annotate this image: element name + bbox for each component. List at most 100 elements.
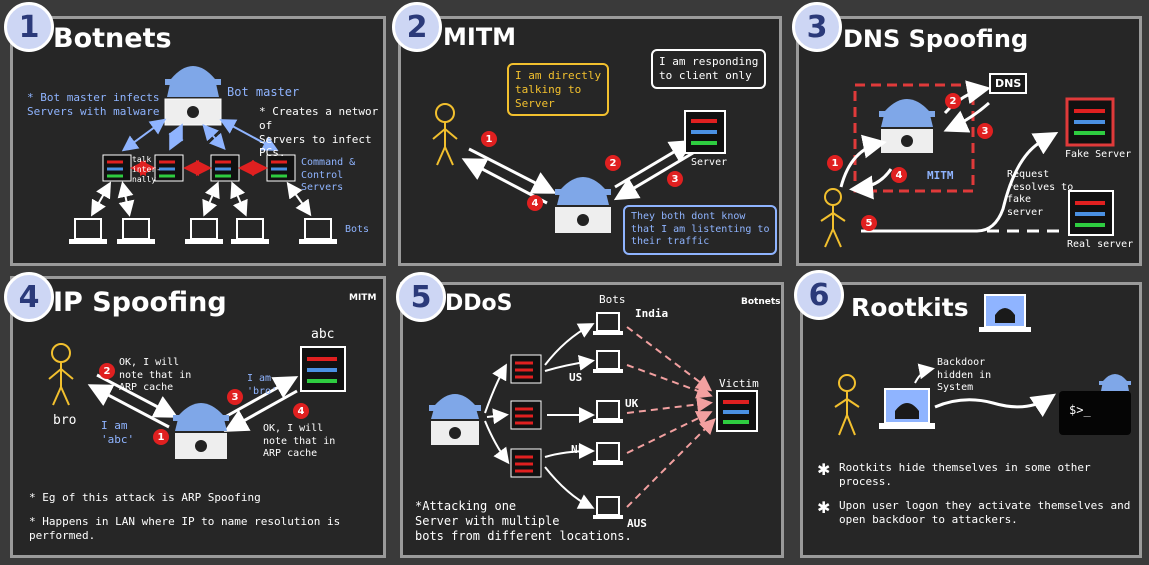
step-number: 2 — [99, 363, 115, 379]
attacker-hacker-icon — [1099, 374, 1131, 391]
panel-ddos: DDoS Botnets Bots India US UK NL AUS Vic… — [400, 282, 784, 558]
bro-stick-figure-icon — [48, 343, 74, 406]
panel-dns-spoofing: DNS Spoofing DNS Fake Server MITM Reques… — [796, 16, 1142, 266]
panel-number-badge: 3 — [792, 2, 842, 52]
step-number: 1 — [481, 131, 497, 147]
happens-lan-note: * Happens in LAN where IP to name resolu… — [29, 515, 341, 542]
ddos-diagram — [429, 312, 758, 519]
attacker-hacker-icon — [879, 99, 935, 153]
step-number: 2 — [945, 93, 961, 109]
ok-will-note-text: OK, I will note that in ARP cache — [263, 423, 336, 459]
victim-server-icon — [716, 390, 758, 432]
bot-laptop-icon — [117, 218, 155, 244]
attacker-terminal: $>_ — [1059, 391, 1131, 435]
panel-number-badge: 5 — [396, 272, 446, 322]
location-label-uk: UK — [625, 397, 639, 410]
attacker-thought-box: They both dont know that I am listenting… — [623, 205, 778, 255]
botnets-tag: Botnets — [741, 297, 781, 307]
step-number: 4 — [527, 195, 543, 211]
cc-server-icon — [266, 154, 296, 182]
bot-laptop-icon — [69, 218, 107, 244]
victim-label: Victim — [719, 377, 759, 390]
panel-ip-spoofing: IP Spoofing MITM abc bro OK, I will note… — [10, 276, 386, 558]
step-number: 3 — [227, 389, 243, 405]
bot-laptop-icon — [593, 400, 623, 423]
cc-server-icon — [510, 448, 542, 478]
panel-title: IP Spoofing — [53, 287, 227, 318]
bot-laptop-icon — [185, 218, 223, 244]
cc-server-icon — [510, 400, 542, 430]
ok-will-note-text: OK, I will note that in ARP cache — [119, 357, 192, 393]
rootkits-hide-note: Rootkits hide themselves in some other p… — [839, 461, 1091, 488]
talk-internally-label: talk inter- nally — [132, 155, 161, 184]
step-number: 4 — [293, 403, 309, 419]
bot-master-label: Bot master — [227, 85, 300, 99]
step-number: 2 — [605, 155, 621, 171]
step-number: 5 — [861, 215, 877, 231]
cc-server-icon — [510, 354, 542, 384]
command-control-label: Command & Control Servers — [301, 157, 356, 193]
mitm-tag: MITM — [349, 293, 377, 303]
cc-server-icon — [102, 154, 132, 182]
i-am-abc-text: I am 'abc' — [101, 419, 135, 446]
panel-title: DNS Spoofing — [843, 25, 1029, 53]
bullet-icon: ✱ — [817, 460, 830, 479]
panel-title: MITM — [443, 23, 517, 51]
panel-number-badge: 4 — [4, 272, 54, 322]
bot-master-hacker-icon — [164, 66, 222, 126]
location-label-india: India — [635, 307, 669, 320]
bots-label: Bots — [345, 224, 370, 235]
backdoor-label: Backdoor hidden in System — [937, 357, 992, 393]
server-speech-box: I am responding to client only — [651, 49, 767, 89]
i-am-bro-text: I am 'bro' — [247, 373, 278, 397]
server-icon — [684, 110, 726, 154]
dns-spoofing-diagram — [820, 80, 1115, 248]
user-stick-figure-icon — [834, 374, 860, 436]
bot-laptop-icon — [231, 218, 269, 244]
bullet-icon: ✱ — [817, 498, 830, 517]
client-stick-figure-icon — [432, 103, 458, 166]
bot-laptop-icon — [593, 442, 623, 465]
panel-rootkits: ✱ ✱ Rootkits Backdoor hidden in System $… — [800, 282, 1142, 558]
bot-master-hacker-icon — [429, 394, 481, 445]
abc-label: abc — [311, 327, 335, 342]
panel-title: Rootkits — [851, 293, 969, 322]
fake-server-icon — [1065, 97, 1115, 147]
mitm-diagram — [432, 103, 726, 233]
panel-title: Botnets — [53, 23, 172, 54]
rootkits-diagram: ✱ ✱ — [817, 294, 1131, 517]
client-speech-box: I am directly talking to Server — [507, 63, 610, 117]
panel-mitm: MITM I am directly talking to Server I a… — [398, 16, 782, 266]
attacker-hacker-icon — [173, 403, 229, 459]
rootkit-laptop-icon — [979, 294, 1031, 332]
real-server-label: Real server — [1067, 239, 1134, 250]
abc-server-icon — [300, 346, 346, 392]
creates-network-note: * Creates a networ of Servers to infect … — [259, 105, 379, 160]
panel-title: DDoS — [445, 291, 513, 316]
bot-laptop-icon — [299, 218, 337, 244]
location-label-us: US — [569, 371, 583, 384]
mitm-label: MITM — [927, 169, 954, 182]
server-label: Server — [691, 157, 728, 168]
user-stick-figure-icon — [820, 188, 846, 248]
bot-laptop-icon — [593, 350, 623, 373]
bot-master-infects-note: * Bot master infects Servers with malwar… — [27, 91, 160, 118]
bots-label: Bots — [599, 293, 626, 306]
attacking-note: *Attacking one Server with multiple bots… — [415, 499, 632, 543]
eg-attack-note: * Eg of this attack is ARP Spoofing — [29, 491, 261, 504]
bro-label: bro — [53, 413, 77, 428]
step-number: 1 — [827, 155, 843, 171]
panel-number-badge: 6 — [794, 270, 844, 320]
botnets-diagram — [69, 66, 337, 244]
location-label-nl: NL — [571, 443, 585, 456]
request-resolves-label: Request resolves to fake server — [1007, 169, 1074, 218]
panel-number-badge: 1 — [4, 2, 54, 52]
real-server-icon — [1068, 190, 1114, 236]
infected-laptop-icon — [879, 388, 935, 429]
attacker-hacker-icon — [555, 177, 611, 233]
step-number: 1 — [153, 429, 169, 445]
step-number: 3 — [667, 171, 683, 187]
fake-server-label: Fake Server — [1065, 149, 1132, 160]
cc-server-icon — [210, 154, 240, 182]
bot-laptop-icon — [593, 496, 623, 519]
